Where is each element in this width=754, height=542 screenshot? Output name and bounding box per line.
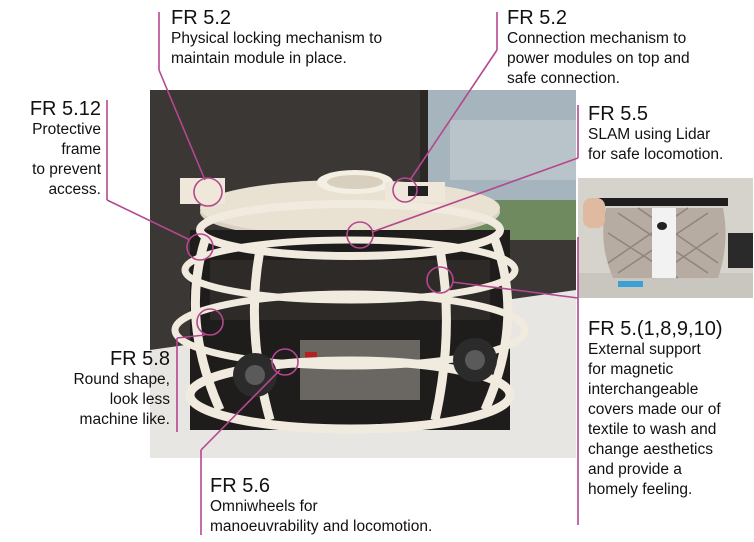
callout-line: Omniwheels for	[210, 498, 318, 515]
callout-locking-mechanism: FR 5.2 Physical locking mechanism to mai…	[171, 7, 382, 69]
callout-line: access.	[48, 181, 101, 198]
callout-line: External support	[588, 341, 701, 358]
callout-omniwheels: FR 5.6 Omniwheels for manoeuvrability an…	[210, 475, 432, 537]
callout-code: FR 5.6	[210, 475, 271, 497]
callout-line: homely feeling.	[588, 481, 693, 498]
callout-line: to prevent	[32, 161, 101, 178]
callout-code: FR 5.8	[109, 348, 170, 370]
callout-code: FR 5.2	[171, 7, 232, 29]
callout-line: textile to wash and	[588, 421, 717, 438]
callout-line: safe connection.	[507, 70, 620, 87]
covered-robot-photo	[578, 178, 753, 298]
callout-line: machine like.	[79, 411, 170, 428]
callout-line: SLAM using Lidar	[588, 126, 711, 143]
callout-line: manoeuvrability and locomotion.	[210, 518, 433, 535]
callout-line: Protective	[32, 121, 101, 138]
callout-line: maintain module in place.	[171, 50, 347, 67]
callout-line: Physical locking mechanism to	[171, 30, 383, 47]
callout-line: for magnetic	[588, 361, 674, 378]
callout-slam-lidar: FR 5.5 SLAM using Lidar for safe locomot…	[588, 103, 723, 165]
callout-line: Round shape,	[73, 371, 170, 388]
robot-photo	[150, 90, 576, 458]
callout-code: FR 5.2	[507, 7, 568, 29]
callout-line: and provide a	[588, 461, 682, 478]
callout-code: FR 5.12	[29, 98, 101, 120]
callout-line: change aesthetics	[588, 441, 713, 458]
callout-line: for safe locomotion.	[588, 146, 724, 163]
callout-textile-covers: FR 5.(1,8,9,10) External support for mag…	[588, 318, 723, 500]
callout-round-shape: FR 5.8 Round shape, look less machine li…	[0, 348, 170, 430]
callout-line: power modules on top and	[507, 50, 690, 67]
callout-line: Connection mechanism to	[507, 30, 687, 47]
callout-line: frame	[61, 141, 101, 158]
callout-line: interchangeable	[588, 381, 699, 398]
callout-line: look less	[109, 391, 170, 408]
callout-connection-mechanism: FR 5.2 Connection mechanism to power mod…	[507, 7, 690, 89]
callout-code: FR 5.(1,8,9,10)	[588, 318, 723, 340]
callout-line: covers made our of	[588, 401, 721, 418]
callout-code: FR 5.5	[588, 103, 649, 125]
callout-protective-frame: FR 5.12 Protective frame to prevent acce…	[0, 98, 101, 200]
